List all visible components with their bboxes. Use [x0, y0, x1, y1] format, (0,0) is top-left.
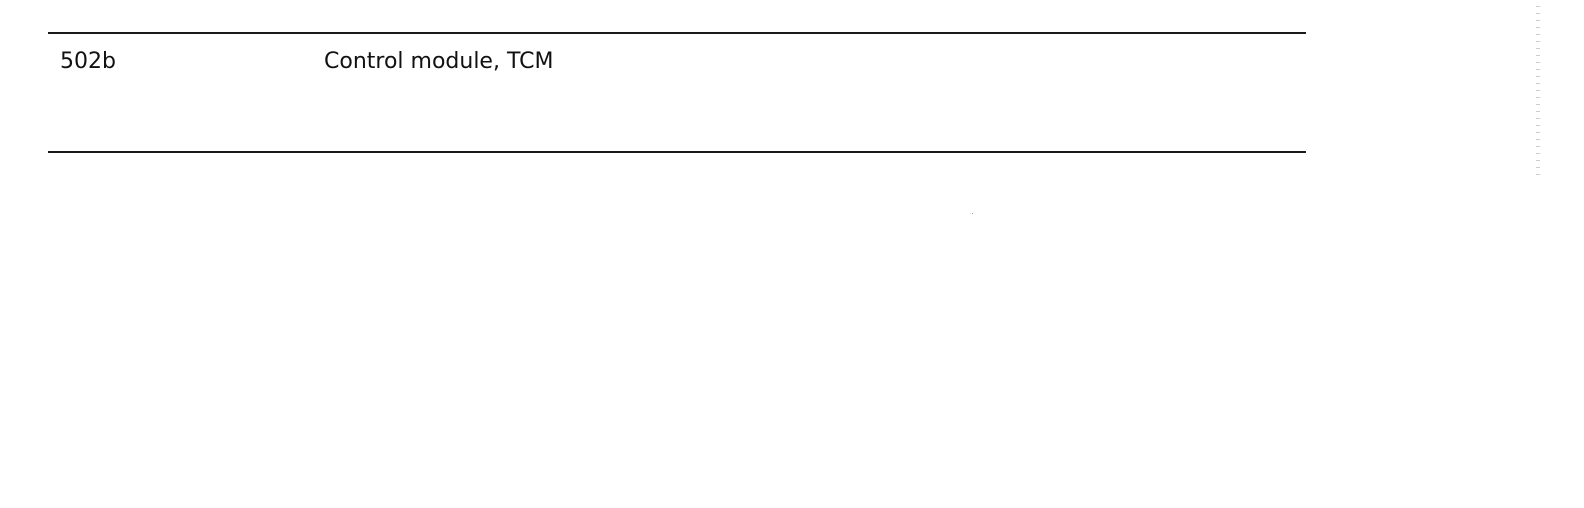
reference-number: 502b — [60, 49, 116, 74]
table-bottom-rule — [48, 151, 1306, 153]
table-row: 502b Control module, TCM — [48, 46, 1306, 80]
scan-margin-artifact — [1536, 6, 1540, 176]
reference-description: Control module, TCM — [324, 49, 554, 74]
scan-speck — [972, 213, 973, 214]
table-top-rule — [48, 32, 1306, 34]
